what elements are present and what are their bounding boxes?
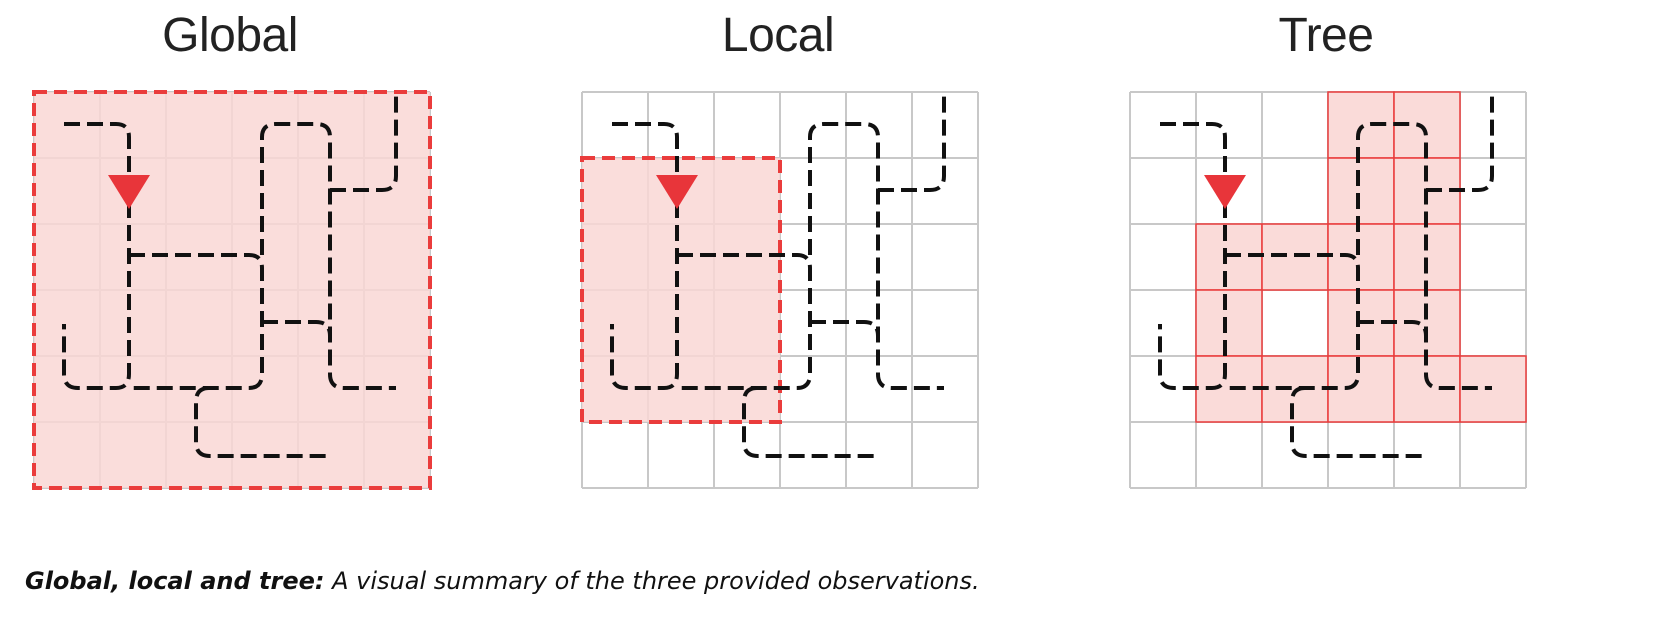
agent-triangle-icon [108,175,150,209]
maze-path [1158,202,1227,390]
maze-path [610,202,679,390]
panel-title-global: Global [162,9,298,62]
tree-observation-panel [1129,91,1527,489]
agent-triangle-icon [656,175,698,209]
maze-path [1358,320,1428,337]
maze-path [1426,92,1494,192]
observed-cell [1393,223,1461,291]
observed-region [34,92,430,488]
observed-cell [1327,223,1395,291]
figure-caption: Global, local and tree: A visual summary… [25,567,1625,595]
observed-region-border [32,90,432,490]
maze-path [1160,122,1227,174]
maze-path [330,92,398,192]
maze-paths [610,92,946,458]
caption-bold: Global, local and tree: [25,567,325,595]
maze-path [742,386,878,458]
maze-path [62,202,131,390]
global-observation-panel [32,90,432,490]
panel-title-local: Local [721,9,835,62]
maze-path [1290,386,1426,458]
observed-cell [1393,289,1461,357]
observed-cell [1195,289,1263,357]
maze-path [194,386,330,458]
maze-path [64,122,131,174]
maze-path [808,122,944,390]
panel-title-tree: Tree [1278,9,1374,62]
observed-region-border [580,156,782,424]
maze-path [810,320,880,337]
maze-path [262,320,332,337]
maze-path [1356,122,1492,390]
local-observation-panel [580,91,979,489]
observation-highlight [1195,91,1527,423]
maze-path [260,122,396,390]
maze-path [612,122,679,174]
agent-triangle-icon [1204,175,1246,209]
caption-text: A visual summary of the three provided o… [324,567,980,595]
maze-path [878,92,946,192]
maze-paths [1158,92,1494,458]
maze-paths [62,92,398,458]
observation-highlight [32,90,432,490]
observed-cell [1327,157,1395,225]
observed-cell [1327,355,1395,423]
